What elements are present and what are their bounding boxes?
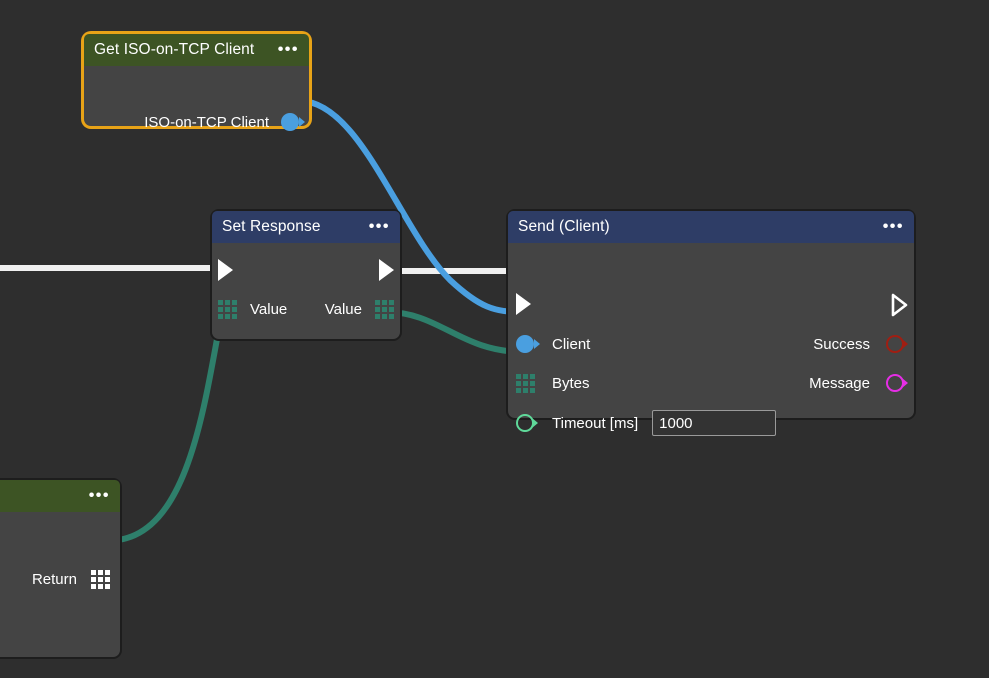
output-pin-message[interactable] (886, 374, 904, 392)
bytes-input-row: Bytes (516, 370, 590, 396)
node-body-set-response: Value Value (212, 243, 400, 339)
node-menu-icon[interactable]: ••• (882, 218, 904, 235)
input-pin-value-grid-icon[interactable] (218, 299, 237, 319)
client-input-row: Client (516, 331, 590, 357)
node-body-return: Return (0, 512, 120, 657)
input-pin-bytes-grid-icon[interactable] (516, 373, 535, 393)
node-title: Send (Client) (518, 218, 610, 235)
message-output-row: Message (809, 370, 904, 396)
pin-label-value-output: Value (324, 300, 362, 318)
node-header-return[interactable]: ••• (0, 480, 120, 512)
value-input-row: Value (218, 296, 287, 322)
success-output-row: Success (813, 331, 904, 357)
pin-label-iso-on-tcp-client: ISO-on-TCP Client (144, 113, 269, 131)
exec-output-row (891, 291, 908, 317)
node-body-send-client: Client Success Bytes Message (508, 243, 914, 436)
exec-input-row (516, 291, 531, 317)
output-pin-value-grid-icon[interactable] (375, 299, 394, 319)
exec-output-row (379, 257, 394, 283)
pin-label-bytes: Bytes (552, 374, 590, 392)
value-output-row: Value (325, 296, 394, 322)
node-send-client[interactable]: Send (Client) ••• Client (508, 211, 914, 436)
pin-label-client: Client (552, 335, 591, 353)
input-pin-client[interactable] (516, 335, 534, 353)
input-pin-timeout[interactable] (516, 414, 534, 432)
node-menu-icon[interactable]: ••• (368, 218, 390, 235)
node-header-get-iso-on-tcp-client[interactable]: Get ISO-on-TCP Client ••• (84, 34, 309, 66)
return-output-row: Return (32, 566, 110, 592)
node-title: Get ISO-on-TCP Client (94, 41, 255, 58)
wire-set-response-value-to-bytes (383, 309, 527, 355)
exec-output-pin[interactable] (379, 259, 394, 281)
output-pin-return-grid-icon[interactable] (91, 569, 110, 589)
pin-label-timeout: Timeout [ms] (552, 414, 639, 432)
exec-input-pin[interactable] (516, 293, 531, 315)
pin-label-value-input: Value (250, 300, 288, 318)
node-set-response[interactable]: Set Response ••• Value Value (212, 211, 400, 339)
wire-return-to-set-response-value (115, 309, 225, 543)
exec-input-pin[interactable] (218, 259, 233, 281)
timeout-input-row: Timeout [ms] (516, 410, 777, 436)
node-title: Set Response (222, 218, 321, 235)
timeout-value-input[interactable] (652, 410, 777, 436)
node-header-send-client[interactable]: Send (Client) ••• (508, 211, 914, 243)
pin-label-success: Success (813, 335, 870, 353)
output-pin-success[interactable] (886, 335, 904, 353)
exec-input-row (218, 257, 233, 283)
node-return[interactable]: ••• Return (0, 480, 120, 657)
output-pin-iso-on-tcp-client[interactable] (281, 113, 299, 131)
node-header-set-response[interactable]: Set Response ••• (212, 211, 400, 243)
exec-output-pin[interactable] (891, 293, 908, 317)
node-output-row: ISO-on-TCP Client (144, 109, 299, 135)
node-body-get-iso-on-tcp-client: ISO-on-TCP Client (84, 66, 309, 131)
node-menu-icon[interactable]: ••• (88, 487, 110, 504)
node-menu-icon[interactable]: ••• (277, 41, 299, 58)
pin-label-return: Return (31, 570, 77, 588)
node-get-iso-on-tcp-client[interactable]: Get ISO-on-TCP Client ••• ISO-on-TCP Cli… (84, 34, 309, 131)
pin-label-message: Message (809, 374, 870, 392)
